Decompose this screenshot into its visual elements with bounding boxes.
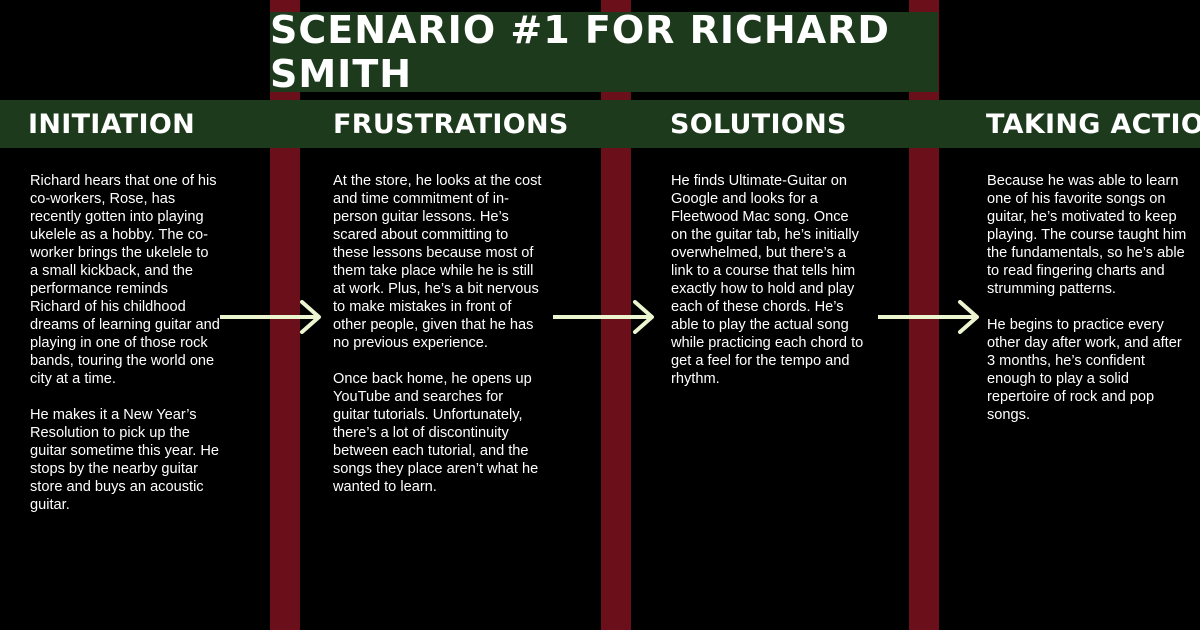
stage-paragraph: He begins to practice every other day af… bbox=[987, 317, 1182, 423]
stage-paragraph: At the store, he looks at the cost and t… bbox=[333, 173, 542, 351]
stage-paragraph: He makes it a New Year’s Resolution to p… bbox=[30, 407, 219, 513]
stage-heading-band bbox=[0, 100, 1200, 148]
stage-heading-taking-action: Taking Action bbox=[986, 108, 1200, 140]
stage-heading-initiation: Initiation bbox=[28, 108, 195, 140]
title-bar: Scenario #1 for Richard Smith bbox=[270, 8, 938, 96]
stage-paragraph: Once back home, he opens up YouTube and … bbox=[333, 371, 539, 495]
right-arrow-icon bbox=[220, 300, 321, 334]
stage-paragraph: Richard hears that one of his co-workers… bbox=[30, 173, 220, 387]
right-arrow-icon bbox=[878, 300, 979, 334]
stage-paragraph: He finds Ultimate-Guitar on Google and l… bbox=[671, 173, 864, 387]
stage-heading-frustrations: Frustrations bbox=[333, 108, 569, 140]
page-title: Scenario #1 for Richard Smith bbox=[270, 8, 890, 96]
right-arrow-icon bbox=[553, 300, 654, 334]
stage-body-solutions: He finds Ultimate-Guitar on Google and l… bbox=[671, 172, 866, 406]
stage-heading-solutions: Solutions bbox=[670, 108, 847, 140]
stage-paragraph: Because he was able to learn one of his … bbox=[987, 173, 1187, 297]
stage-body-initiation: Richard hears that one of his co-workers… bbox=[30, 172, 220, 532]
stage-body-taking-action: Because he was able to learn one of his … bbox=[987, 172, 1192, 442]
stage-body-frustrations: At the store, he looks at the cost and t… bbox=[333, 172, 543, 514]
